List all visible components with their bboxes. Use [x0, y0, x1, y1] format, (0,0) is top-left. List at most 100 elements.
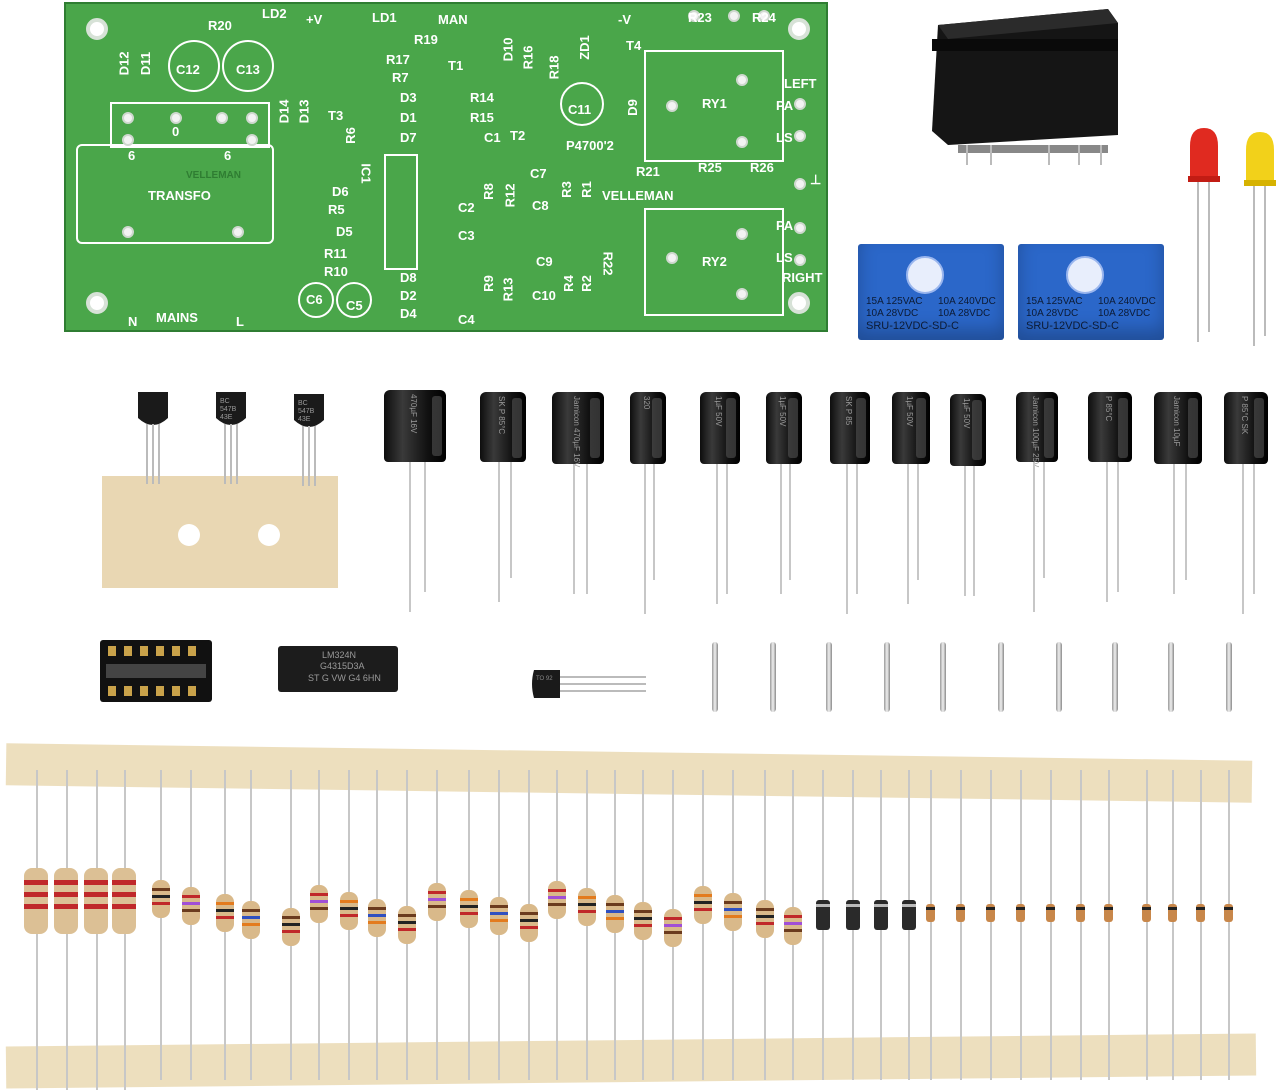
component-lead — [990, 770, 992, 1080]
relay-2: 15A 125VAC 10A 28VDC 10A 240VDC 10A 28VD… — [1018, 244, 1164, 340]
resistor — [520, 904, 538, 942]
resistor — [182, 887, 200, 925]
capacitor-marking: SK P 85°C — [497, 396, 506, 435]
label-pa1: PA — [776, 98, 794, 113]
electrolytic-capacitor: Jamicon 470µF 16V — [552, 392, 604, 467]
resistor-band — [460, 905, 478, 908]
resistor-band — [24, 904, 48, 909]
signal-diode — [986, 904, 995, 922]
label-zd1: ZD1 — [576, 35, 592, 60]
relay-spec: 10A 240VDC — [1098, 296, 1156, 307]
resistor-band — [694, 908, 712, 911]
label-r20: R20 — [208, 18, 232, 33]
ic-socket — [100, 640, 212, 702]
pcb-pin — [1112, 642, 1118, 712]
resistor-band — [634, 924, 652, 927]
label-r19: R19 — [414, 32, 438, 47]
resistor-band — [112, 892, 136, 897]
pad — [666, 252, 678, 264]
label-c8: C8 — [532, 198, 549, 213]
capacitor-lead — [572, 464, 575, 594]
signal-diode — [1104, 904, 1113, 922]
electrolytic-capacitor: SK P 85 — [830, 392, 870, 464]
pad — [794, 222, 806, 234]
resistor-band — [340, 914, 358, 917]
transformer — [932, 9, 1118, 165]
capacitor-polarity-band — [1188, 398, 1198, 458]
pad — [666, 100, 678, 112]
resistor-band — [54, 904, 78, 909]
signal-diode — [1168, 904, 1177, 922]
diode-band — [1224, 907, 1233, 910]
electrolytic-capacitor: 1µF 50V — [766, 392, 802, 464]
resistor — [398, 906, 416, 944]
capacitor-polarity-band — [972, 400, 982, 460]
resistor-band — [24, 880, 48, 885]
relay-spec: 10A 28VDC — [938, 308, 991, 319]
capacitor-lead — [1185, 464, 1188, 580]
capacitor-lead — [424, 462, 427, 592]
label-ground: ⊥ — [810, 172, 822, 187]
signal-diode — [1224, 904, 1233, 922]
pad — [216, 112, 228, 124]
label-d2: D2 — [400, 288, 417, 303]
label-six-left: 6 — [128, 148, 136, 163]
diode — [846, 900, 860, 930]
resistor-band — [520, 919, 538, 922]
resistor-band — [216, 916, 234, 919]
label-r6: R6 — [342, 127, 358, 144]
label-l: L — [236, 314, 244, 329]
resistor-band — [310, 900, 328, 903]
resistor — [756, 900, 774, 938]
resistor-band — [24, 892, 48, 897]
resistor-band — [368, 921, 386, 924]
label-right: RIGHT — [782, 270, 823, 285]
power-resistor — [54, 868, 78, 934]
pcb-pin — [940, 642, 946, 712]
diode-band — [1046, 907, 1055, 910]
pad — [794, 178, 806, 190]
pcb-pin — [770, 642, 776, 712]
resistor — [578, 888, 596, 926]
signal-diode — [926, 904, 935, 922]
capacitor-polarity-band — [432, 396, 442, 456]
label-ls1: LS — [776, 130, 793, 145]
resistor-band — [282, 916, 300, 919]
capacitor-lead — [907, 464, 910, 604]
relay-spec: 10A 28VDC — [866, 308, 919, 319]
pad — [736, 136, 748, 148]
resistor-band — [428, 891, 446, 894]
resistor — [310, 885, 328, 923]
relay-model: SRU-12VDC-SD-C — [866, 320, 959, 332]
electrolytic-capacitor: Jamicon 100µF 25V — [1016, 392, 1058, 467]
diode-band — [1016, 907, 1025, 910]
diode-band — [874, 904, 888, 907]
label-p4700: P4700'2 — [566, 138, 614, 153]
label-d8: D8 — [400, 270, 417, 285]
pcb-pin — [712, 642, 718, 712]
capacitor-marking: 1µF 50V — [962, 398, 971, 429]
relay-spec: 15A 125VAC — [866, 296, 923, 307]
capacitor-lead — [1252, 464, 1255, 594]
capacitor-polarity-band — [652, 398, 662, 458]
electrolytic-capacitor: 1µF 50V — [892, 392, 930, 464]
label-r2: R2 — [578, 275, 594, 292]
electrolytic-capacitor: P 85°C — [1088, 392, 1132, 462]
transfo-outline — [76, 144, 274, 244]
signal-diode — [956, 904, 965, 922]
pad — [794, 98, 806, 110]
label-c10: C10 — [532, 288, 556, 303]
capacitor-lead — [408, 462, 411, 612]
diode — [874, 900, 888, 930]
mounting-hole — [788, 292, 810, 314]
label-ry1: RY1 — [702, 96, 727, 111]
resistor-band — [634, 917, 652, 920]
capacitor-lead — [1173, 464, 1176, 594]
resistor — [152, 880, 170, 918]
electrolytic-capacitor: Jamicon 10µF — [1154, 392, 1202, 464]
capacitor-lead — [716, 464, 718, 604]
signal-diode — [1046, 904, 1055, 922]
label-r26: R26 — [750, 160, 774, 175]
component-lead — [702, 770, 704, 1080]
label-r3: R3 — [558, 181, 574, 198]
